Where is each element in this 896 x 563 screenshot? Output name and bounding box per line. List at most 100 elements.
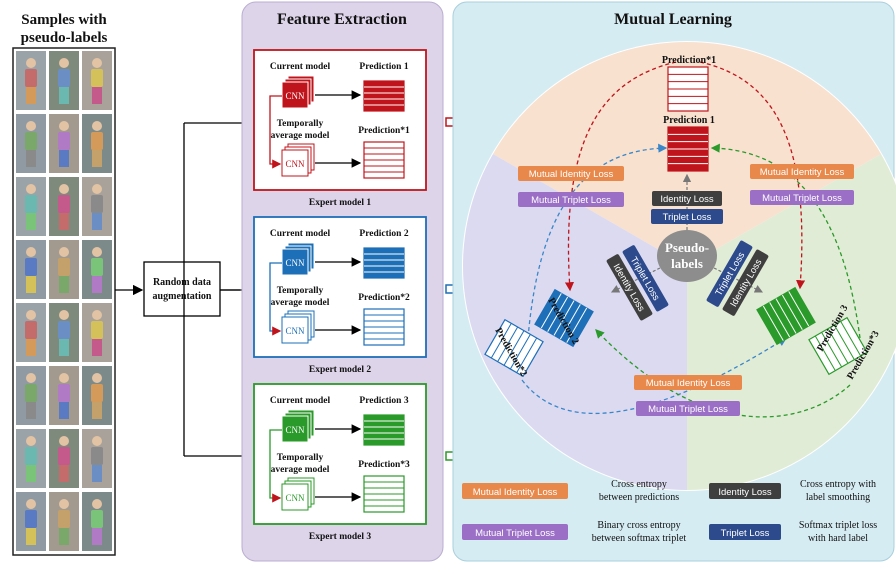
ml-pred2-stack — [534, 288, 594, 348]
cnn-label: CNN — [285, 326, 305, 336]
expert-model-1: Current model Prediction 1 CNN Temporally av… — [253, 49, 427, 208]
expert-model-name: Expert model 3 — [309, 532, 372, 542]
ml-pred1-stack — [667, 126, 709, 172]
sample-image — [16, 303, 46, 362]
prediction-stack — [363, 414, 405, 446]
cnn-label: CNN — [285, 493, 305, 503]
legend-identity-desc1: Cross entropy with — [800, 479, 876, 490]
dash-red-left — [564, 61, 677, 292]
sample-image — [82, 492, 112, 551]
temporal-model-label: Temporally — [277, 286, 324, 296]
legend-identity-swatch — [709, 483, 781, 499]
legend-mutual-identity-desc1: Cross entropy — [611, 479, 667, 490]
prediction-avg-label: Prediction*2 — [358, 293, 410, 303]
svg-text:Mutual Identity Loss: Mutual Identity Loss — [760, 167, 845, 178]
temporal-model-label-2: average model — [271, 131, 330, 141]
sample-image — [49, 366, 79, 425]
legend-mutual-triplet-desc2: between softmax triplet — [592, 533, 687, 544]
prediction-label: Prediction 1 — [359, 62, 408, 72]
expert-model-name: Expert model 2 — [309, 365, 372, 375]
legend-identity-label: Identity Loss — [718, 487, 772, 498]
svg-text:Mutual Identity Loss: Mutual Identity Loss — [529, 169, 614, 180]
expert-model-3: Current model Prediction 3 CNN Temporally av… — [253, 383, 427, 542]
sample-image — [16, 177, 46, 236]
ml-pred3-avg-stack-wrap — [808, 316, 868, 376]
tag-mutual-identity-left: Mutual Identity Loss — [518, 166, 624, 181]
current-model-label: Current model — [270, 396, 331, 406]
dash-red-right — [699, 61, 806, 290]
legend-identity-desc2: label smoothing — [806, 492, 870, 503]
sample-image — [16, 429, 46, 488]
legend-triplet-swatch — [709, 524, 781, 540]
sample-image — [49, 114, 79, 173]
sample-image — [16, 492, 46, 551]
mutual-learning-title: Mutual Learning — [614, 11, 732, 28]
augmentation-line2: augmentation — [153, 291, 212, 302]
sample-image — [49, 177, 79, 236]
sample-image — [16, 366, 46, 425]
legend-mutual-triplet-desc1: Binary cross entropy — [597, 520, 680, 531]
prediction-label: Prediction 3 — [359, 396, 408, 406]
prediction-avg-stack — [363, 308, 405, 346]
legend-triplet-desc1: Softmax triplet loss — [799, 520, 877, 531]
legend-triplet-label: Triplet Loss — [721, 528, 770, 539]
prediction-avg-label: Prediction*1 — [358, 126, 410, 136]
sample-image — [82, 303, 112, 362]
sample-image — [49, 429, 79, 488]
mutual-predictions — [484, 66, 868, 378]
ml-pred3-avg-stack — [808, 316, 868, 376]
legend-triplet-desc2: with hard label — [808, 533, 868, 544]
ml-pred2-avg-stack-wrap — [484, 318, 544, 378]
current-model-label: Current model — [270, 62, 331, 72]
expert-models: Current model Prediction 1 CNN Temporally av… — [253, 49, 427, 542]
svg-text:Mutual Triplet Loss: Mutual Triplet Loss — [648, 404, 728, 415]
prediction-avg-stack — [363, 141, 405, 179]
tag-mutual-triplet-left: Mutual Triplet Loss — [518, 192, 624, 207]
augmentation-line1: Random data — [153, 277, 211, 288]
svg-text:Mutual Triplet Loss: Mutual Triplet Loss — [531, 195, 611, 206]
temporal-model-label: Temporally — [277, 453, 324, 463]
pseudo-labels-line1: Pseudo- — [665, 240, 709, 255]
tag-mutual-triplet-right: Mutual Triplet Loss — [750, 190, 854, 205]
ml-pred1-avg-label: Prediction*1 — [662, 55, 716, 66]
legend-mutual-identity-swatch — [462, 483, 568, 499]
cnn-label: CNN — [285, 258, 305, 268]
expert-model-name: Expert model 1 — [309, 198, 372, 208]
augmentation-box — [143, 261, 221, 317]
current-model-label: Current model — [270, 229, 331, 239]
prediction-avg-stack — [363, 475, 405, 513]
prediction-stack — [363, 247, 405, 279]
svg-text:Identity Loss: Identity Loss — [660, 194, 714, 205]
ml-pred2-stack-wrap — [534, 288, 594, 348]
legend-mutual-triplet-swatch — [462, 524, 568, 540]
ml-pred1-label: Prediction 1 — [663, 115, 715, 126]
ml-pred3-stack — [756, 286, 816, 346]
dash-green-left — [595, 329, 851, 418]
samples-title-line1: Samples with — [21, 12, 107, 28]
sample-image — [49, 240, 79, 299]
ml-pred3-stack-wrap — [756, 286, 816, 346]
cnn-label: CNN — [285, 425, 305, 435]
temporal-model-label: Temporally — [277, 119, 324, 129]
ml-pred2-avg-stack — [484, 318, 544, 378]
temporal-model-label-2: average model — [271, 298, 330, 308]
samples-grid — [16, 51, 112, 551]
svg-text:Triplet Loss: Triplet Loss — [663, 212, 712, 223]
tag-mutual-identity-bottom: Mutual Identity Loss — [634, 375, 742, 390]
pseudo-arrow-right — [713, 267, 764, 293]
legend: Mutual Identity Loss Cross entropy betwe… — [462, 479, 877, 544]
legend-mutual-triplet-label: Mutual Triplet Loss — [475, 528, 555, 539]
tag-mutual-identity-right: Mutual Identity Loss — [750, 164, 854, 179]
sample-image — [49, 51, 79, 110]
prediction-avg-label: Prediction*3 — [358, 460, 410, 470]
samples-title-line2: pseudo-labels — [21, 30, 108, 46]
sample-image — [82, 177, 112, 236]
dash-green-up — [710, 143, 861, 339]
pseudo-labels-node — [657, 230, 717, 282]
svg-text:Mutual Identity Loss: Mutual Identity Loss — [646, 378, 731, 389]
tag-triplet-loss-top: Triplet Loss — [651, 209, 723, 224]
cnn-label: CNN — [285, 91, 305, 101]
temporal-model-label-2: average model — [271, 465, 330, 475]
